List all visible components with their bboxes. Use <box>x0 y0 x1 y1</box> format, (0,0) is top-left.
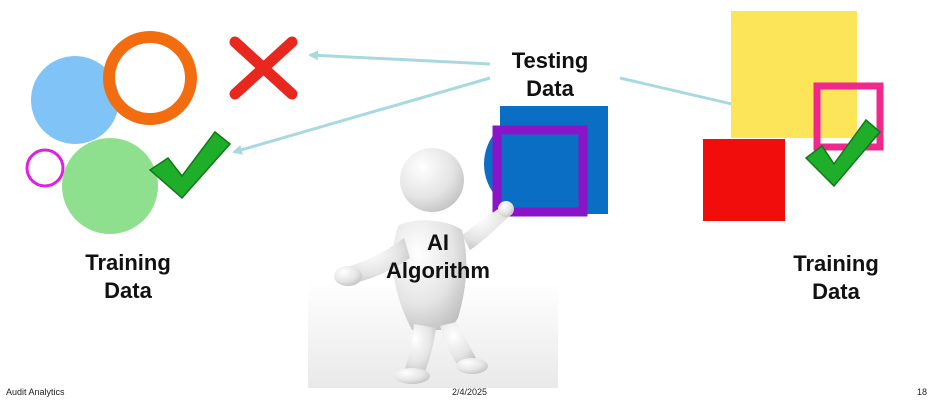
blue-circle <box>484 114 584 214</box>
orange-ring <box>103 31 197 125</box>
checkmark-icon-right <box>804 118 882 188</box>
training-left-line2: Data <box>104 278 152 303</box>
footer-left: Audit Analytics <box>6 387 65 397</box>
yellow-square <box>731 11 857 138</box>
training-right-line2: Data <box>812 279 860 304</box>
light-blue-circle <box>31 56 119 144</box>
ai-algorithm-label: AI Algorithm <box>376 229 500 285</box>
training-left-line1: Training <box>85 250 171 275</box>
green-circle <box>62 138 158 234</box>
footer-page-number: 18 <box>916 387 927 397</box>
footer-date: 2/4/2025 <box>452 387 488 397</box>
ai-figure <box>334 148 514 384</box>
testing-data-label: Testing Data <box>490 47 610 103</box>
red-square <box>703 139 785 221</box>
training-data-label-right: Training Data <box>776 250 896 306</box>
purple-square-outline <box>492 125 588 217</box>
red-x-icon <box>229 36 298 100</box>
ai-label-line2: Algorithm <box>386 258 490 283</box>
checkmark-icon-left <box>148 130 232 200</box>
arrow-to-left-training <box>232 76 491 155</box>
training-data-label-left: Training Data <box>68 249 188 305</box>
ai-label-line1: AI <box>427 230 449 255</box>
testing-label-line2: Data <box>526 76 574 101</box>
training-right-line1: Training <box>793 251 879 276</box>
testing-label-line1: Testing <box>511 48 589 73</box>
arrow-to-x <box>308 50 491 66</box>
magenta-small-ring <box>25 148 65 188</box>
